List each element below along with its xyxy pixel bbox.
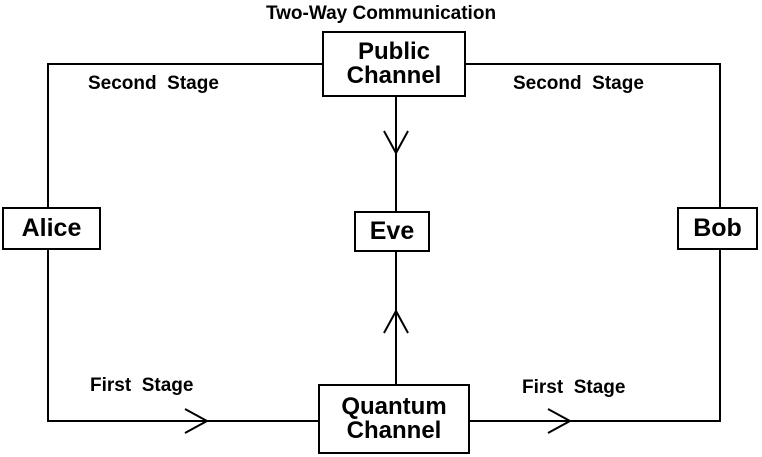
right-arrowhead-left: [184, 408, 210, 434]
bob-quantum-line: [470, 250, 721, 422]
bob-box: Bob: [677, 207, 758, 250]
alice-quantum-line: [47, 250, 318, 422]
alice-public-line: [47, 63, 322, 207]
bob-label: Bob: [693, 214, 742, 242]
alice-label: Alice: [21, 214, 82, 242]
first-stage-left-label: First Stage: [90, 375, 194, 396]
down-arrowhead: [383, 130, 409, 156]
eve-box: Eve: [354, 211, 430, 252]
second-stage-left-label: Second Stage: [88, 73, 219, 94]
alice-box: Alice: [2, 207, 101, 250]
second-stage-right-label: Second Stage: [513, 73, 644, 94]
quantum-channel-line1: Quantum: [341, 393, 447, 420]
first-stage-right-label: First Stage: [522, 377, 626, 398]
up-arrowhead: [383, 308, 409, 334]
quantum-channel-line2: Channel: [346, 417, 442, 444]
right-arrowhead-right: [547, 408, 573, 434]
diagram-title: Two-Way Communication: [265, 3, 497, 24]
eve-label: Eve: [369, 217, 415, 245]
bob-public-line: [466, 63, 721, 207]
public-channel-line2: Channel: [346, 62, 442, 89]
quantum-channel-box: Quantum Channel: [318, 384, 470, 454]
public-channel-box: Public Channel: [322, 31, 466, 97]
public-channel-line1: Public: [357, 38, 430, 65]
